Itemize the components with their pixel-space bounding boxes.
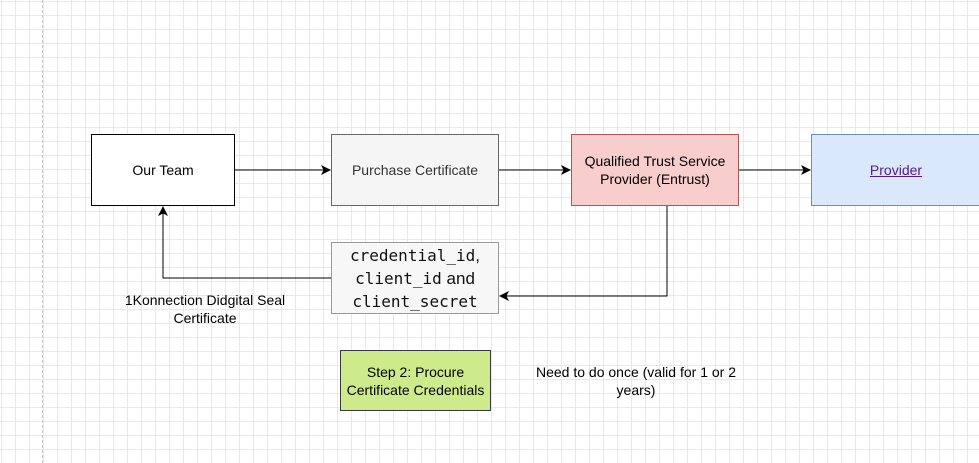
node-step-2-label: Step 2: Procure Certificate Credentials	[346, 363, 485, 398]
credentials-line-3: client_secret	[352, 290, 477, 313]
credential-id-text: credential_id	[350, 245, 476, 265]
node-credentials[interactable]: credential_id, client_id and client_secr…	[331, 242, 499, 314]
edge-qtsp-to-credentials[interactable]	[499, 206, 668, 301]
label-seal-certificate: 1Konnection Didgital Seal Certificate	[124, 292, 286, 326]
client-id-text: client_id	[355, 268, 442, 288]
node-purchase-certificate-label: Purchase Certificate	[351, 162, 479, 178]
node-our-team[interactable]: Our Team	[91, 134, 235, 206]
label-validity-note: Need to do once (valid for 1 or 2 years)	[535, 364, 736, 398]
credentials-and: and	[446, 268, 475, 288]
credentials-line-2: client_id and	[355, 267, 475, 290]
node-qtsp-label: Qualified Trust Service Provider (Entrus…	[584, 153, 726, 187]
client-secret-text: client_secret	[352, 291, 478, 311]
edge-credentials-to-our-team[interactable]	[158, 206, 331, 279]
node-provider[interactable]: Provider	[811, 134, 979, 206]
node-purchase-certificate[interactable]: Purchase Certificate	[331, 134, 499, 206]
node-step-2[interactable]: Step 2: Procure Certificate Credentials	[340, 350, 491, 411]
node-qualified-trust-service-provider[interactable]: Qualified Trust Service Provider (Entrus…	[571, 134, 739, 206]
credentials-comma: ,	[475, 245, 480, 265]
node-our-team-label: Our Team	[132, 162, 194, 178]
provider-link[interactable]: Provider	[869, 162, 923, 178]
credentials-line-1: credential_id,	[350, 244, 480, 267]
page-guide-line	[42, 0, 43, 463]
